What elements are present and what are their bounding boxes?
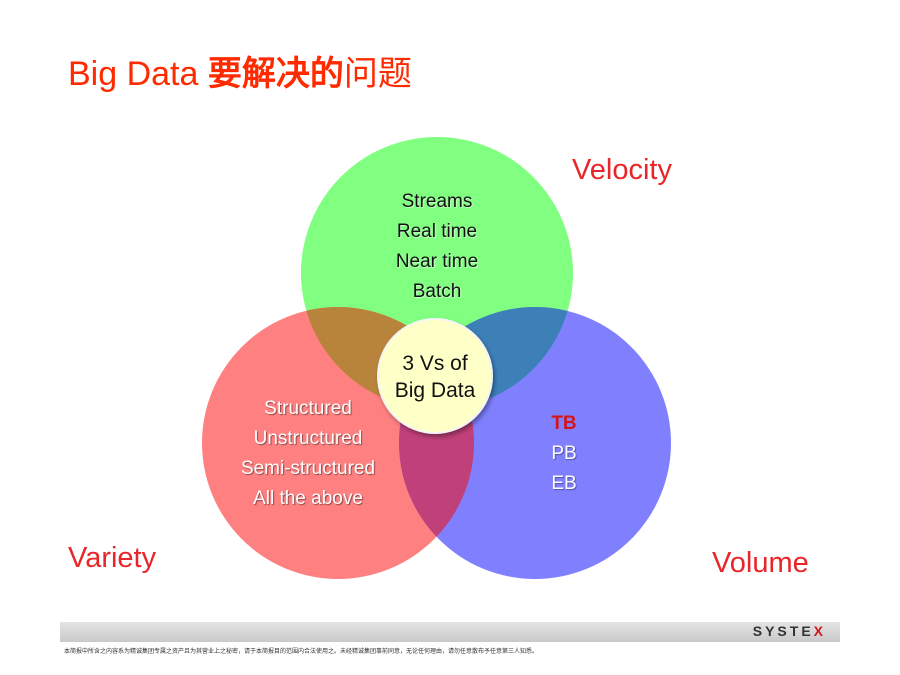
variety-item: Structured bbox=[264, 398, 352, 419]
footer-disclaimer: 本简报中所含之内容系为精诚集团专属之资产且为其营业上之秘密，请于本简报目的范围内… bbox=[64, 649, 539, 655]
velocity-item: Batch bbox=[412, 281, 462, 302]
center-line-1: 3 Vs of bbox=[402, 352, 468, 375]
velocity-item: Real time bbox=[396, 221, 478, 242]
volume-item: TB bbox=[551, 413, 577, 434]
variety-item: Unstructured bbox=[253, 428, 363, 449]
velocity-items: Streams Real time Near time Batch bbox=[357, 187, 517, 307]
volume-item: PB bbox=[551, 443, 577, 464]
title-bold-cn: 要解决的 bbox=[207, 55, 344, 93]
footer-bar: SYSTEX bbox=[60, 622, 840, 642]
velocity-item: Streams bbox=[401, 191, 473, 212]
volume-item: EB bbox=[551, 473, 577, 494]
logo-x: X bbox=[813, 623, 826, 639]
variety-items: Structured Unstructured Semi-structured … bbox=[208, 394, 408, 514]
title-cn: 问题 bbox=[343, 55, 412, 93]
velocity-item: Near time bbox=[395, 251, 479, 272]
systex-logo: SYSTEX bbox=[753, 623, 826, 639]
variety-item: All the above bbox=[253, 488, 363, 509]
logo-text: SYSTE bbox=[752, 623, 814, 639]
center-circle bbox=[377, 318, 493, 434]
page-title: Big Data 要解决的问题 bbox=[68, 46, 412, 95]
variety-item: Semi-structured bbox=[240, 458, 376, 479]
volume-items: TB PB EB bbox=[514, 409, 614, 499]
center-label: 3 Vs of Big Data bbox=[375, 350, 495, 404]
title-latin: Big Data bbox=[68, 55, 208, 93]
volume-label: Volume bbox=[712, 547, 809, 579]
velocity-label: Velocity bbox=[572, 154, 672, 186]
variety-label: Variety bbox=[68, 542, 157, 574]
center-line-2: Big Data bbox=[394, 379, 476, 402]
